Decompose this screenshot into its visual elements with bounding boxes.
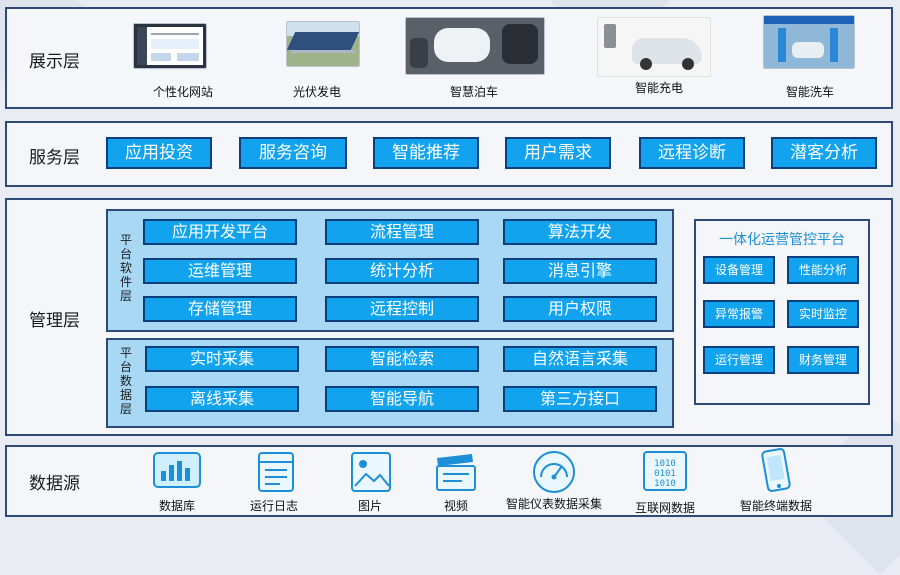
data-item: 离线采集 bbox=[145, 386, 299, 412]
ops-panel-title: 一体化运营管控平台 bbox=[719, 232, 845, 248]
source-label: 视频 bbox=[443, 499, 468, 513]
service-item: 智能推荐 bbox=[373, 137, 479, 169]
software-item: 统计分析 bbox=[325, 258, 479, 284]
ops-item: 性能分析 bbox=[787, 256, 859, 284]
meter-icon bbox=[533, 451, 575, 493]
source-label: 图片 bbox=[357, 499, 382, 513]
svg-text:1010: 1010 bbox=[654, 459, 676, 469]
display-layer: 展示层 个性化网站 光伏发电 智慧泊车 智能充电 bbox=[5, 7, 893, 109]
log-icon bbox=[258, 452, 294, 492]
software-item: 算法开发 bbox=[503, 219, 657, 245]
ops-item: 运行管理 bbox=[703, 346, 775, 374]
ops-item: 异常报警 bbox=[703, 300, 775, 328]
data-item: 实时采集 bbox=[145, 346, 299, 372]
layer-title: 数据源 bbox=[29, 474, 80, 494]
display-label: 智能洗车 bbox=[785, 85, 834, 99]
service-item: 服务咨询 bbox=[239, 137, 347, 169]
display-label: 智能充电 bbox=[634, 81, 683, 95]
platform-software-label: 平台软件层 bbox=[119, 233, 132, 303]
svg-text:0101: 0101 bbox=[654, 469, 676, 479]
layer-title: 服务层 bbox=[29, 148, 80, 168]
data-item: 第三方接口 bbox=[503, 386, 657, 412]
service-item: 应用投资 bbox=[106, 137, 212, 169]
software-item: 消息引擎 bbox=[503, 258, 657, 284]
source-label: 互联网数据 bbox=[634, 501, 695, 515]
car-wash-photo bbox=[763, 15, 855, 69]
ev-charging-photo bbox=[597, 17, 711, 77]
source-label: 运行日志 bbox=[249, 499, 298, 513]
ops-item: 实时监控 bbox=[787, 300, 859, 328]
source-label: 智能仪表数据采集 bbox=[505, 497, 602, 511]
video-icon bbox=[436, 454, 476, 491]
software-item: 运维管理 bbox=[143, 258, 297, 284]
data-item: 智能导航 bbox=[325, 386, 479, 412]
website-screenshot bbox=[133, 23, 207, 69]
software-item: 用户权限 bbox=[503, 296, 657, 322]
display-label: 光伏发电 bbox=[292, 85, 341, 99]
software-item: 流程管理 bbox=[325, 219, 479, 245]
platform-data-label: 平台数据层 bbox=[119, 346, 132, 416]
ops-item: 设备管理 bbox=[703, 256, 775, 284]
database-icon bbox=[153, 452, 201, 488]
source-label: 智能终端数据 bbox=[739, 499, 812, 513]
display-label: 个性化网站 bbox=[152, 85, 213, 99]
service-item: 潜客分析 bbox=[771, 137, 877, 169]
solar-panels-photo bbox=[286, 21, 360, 67]
ops-item: 财务管理 bbox=[787, 346, 859, 374]
service-item: 用户需求 bbox=[505, 137, 611, 169]
service-item: 远程诊断 bbox=[639, 137, 745, 169]
display-label: 智慧泊车 bbox=[449, 85, 498, 99]
software-item: 应用开发平台 bbox=[143, 219, 297, 245]
data-item: 智能检索 bbox=[325, 346, 479, 372]
data-item: 自然语言采集 bbox=[503, 346, 657, 372]
layer-title: 展示层 bbox=[29, 52, 80, 72]
software-item: 存储管理 bbox=[143, 296, 297, 322]
source-label: 数据库 bbox=[158, 499, 195, 513]
terminal-icon bbox=[761, 448, 791, 492]
layer-title: 管理层 bbox=[29, 311, 80, 331]
image-icon bbox=[351, 452, 391, 492]
parking-photo bbox=[405, 17, 545, 75]
svg-text:1010: 1010 bbox=[654, 479, 676, 489]
internet-icon: 1010 0101 1010 bbox=[643, 451, 687, 491]
software-item: 远程控制 bbox=[325, 296, 479, 322]
